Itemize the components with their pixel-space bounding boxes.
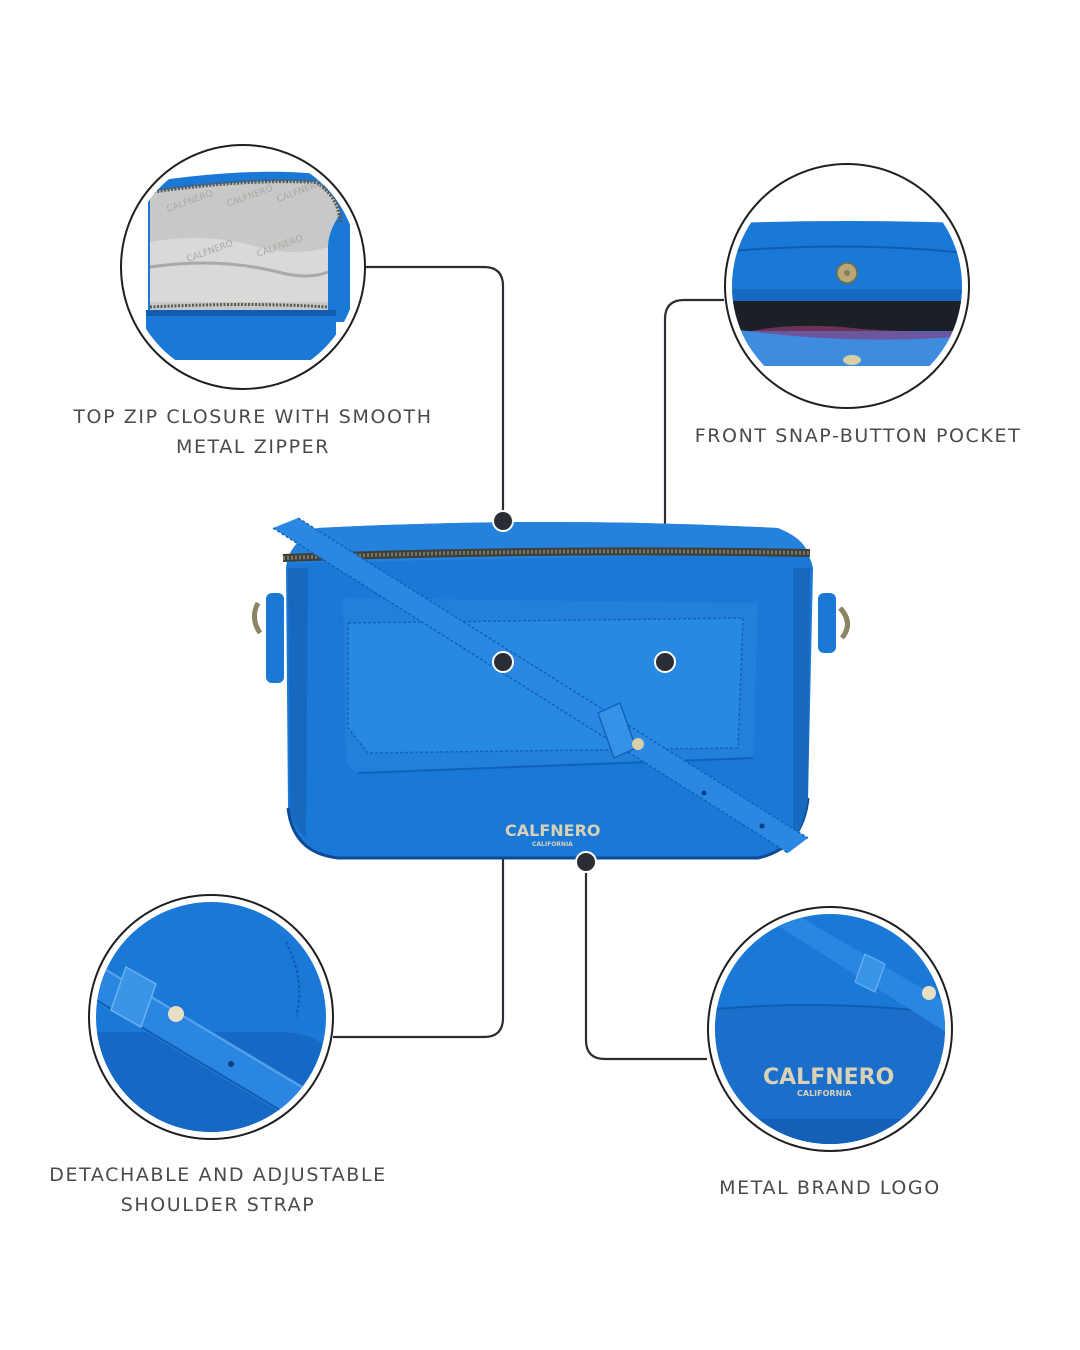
detail-circle-brand-logo: CALFNERO CALIFORNIA <box>707 906 953 1152</box>
snap-button-pocket-icon <box>732 171 962 401</box>
hotspot-shoulder-strap[interactable] <box>492 651 514 673</box>
bag-logo-sub: CALIFORNIA <box>532 841 573 848</box>
caption-top-zip-line2: METAL ZIPPER <box>175 436 331 458</box>
hotspot-front-pocket[interactable] <box>654 651 676 673</box>
caption-front-pocket: FRONT SNAP-BUTTON POCKET <box>680 421 1036 451</box>
main-product-image: CALFNERO CALIFORNIA <box>248 508 858 868</box>
detail-circle-top-zip: CALFNERO CALFNERO CALFNERO CALFNERO CALF… <box>120 144 366 390</box>
caption-brand-logo-line1: METAL BRAND LOGO <box>719 1177 941 1199</box>
caption-top-zip: TOP ZIP CLOSURE WITH SMOOTH METAL ZIPPER <box>60 402 446 462</box>
detail-circle-front-pocket <box>724 163 970 409</box>
caption-top-zip-line1: TOP ZIP CLOSURE WITH SMOOTH <box>73 406 433 428</box>
caption-shoulder-strap-line1: DETACHABLE AND ADJUSTABLE <box>49 1164 387 1186</box>
logo-sub-text: CALIFORNIA <box>797 1089 852 1098</box>
hotspot-brand-logo[interactable] <box>575 851 597 873</box>
hotspot-top-zip[interactable] <box>492 510 514 532</box>
caption-shoulder-strap: DETACHABLE AND ADJUSTABLE SHOULDER STRAP <box>40 1160 396 1220</box>
bag-logo-brand: CALFNERO <box>505 821 601 840</box>
logo-brand-text: CALFNERO <box>763 1065 894 1090</box>
caption-shoulder-strap-line2: SHOULDER STRAP <box>120 1194 316 1216</box>
caption-brand-logo: METAL BRAND LOGO <box>700 1173 960 1203</box>
metal-logo-icon: CALFNERO CALIFORNIA <box>715 914 945 1144</box>
strap-buckle-icon <box>96 902 326 1132</box>
zipper-interior-icon: CALFNERO CALFNERO CALFNERO CALFNERO CALF… <box>128 152 358 382</box>
caption-front-pocket-line1: FRONT SNAP-BUTTON POCKET <box>694 425 1022 447</box>
detail-circle-shoulder-strap <box>88 894 334 1140</box>
